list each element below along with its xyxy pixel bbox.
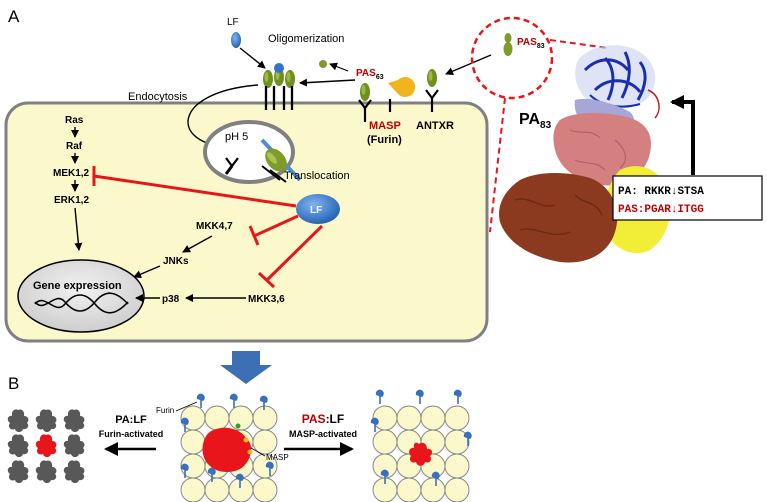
masp-b-label: MASP [266, 453, 289, 462]
panel-b-label: B [8, 374, 19, 393]
lf-cytosol-label: LF [310, 205, 322, 216]
pas63-label: PAS63 [356, 68, 384, 81]
endocytosis-label: Endocytosis [128, 91, 188, 103]
mkk47-label: MKK4,7 [196, 221, 233, 232]
ph-label: pH 5 [225, 131, 248, 143]
pas83-monomer-icon [503, 33, 513, 56]
masp-activated-label: MASP-activated [289, 429, 357, 439]
center-cell-grid [179, 392, 278, 502]
pas-sequence-row: PAS:PGAR↓ITGG [618, 204, 704, 216]
furin-label: Furin [156, 406, 174, 415]
sequence-pointer-arrow [670, 95, 695, 175]
pas-lf-title: PAS:LF [302, 412, 344, 426]
mek-label: MEK1,2 [53, 168, 90, 179]
pa-sequence-row: PA: RKKR↓STSA [618, 186, 704, 198]
ras-label: Ras [65, 115, 84, 126]
antxr-label: ANTXR [416, 120, 454, 132]
pas83-zoom-circle [470, 16, 554, 100]
macrophage-cluster-left [7, 409, 85, 483]
jnks-label: JNKs [163, 256, 189, 267]
right-cell-grid [369, 388, 473, 502]
mkk36-label: MKK3,6 [248, 294, 285, 305]
furin-activated-label: Furin-activated [99, 429, 164, 439]
pas83-label: PAS83 [517, 37, 545, 50]
pa-lf-title: PA:LF [115, 414, 147, 426]
down-arrow-icon [220, 351, 272, 384]
gene-expression-label: Gene expression [33, 280, 122, 292]
cleavage-sequence-box [612, 175, 763, 221]
lf-cytosol-icon [296, 194, 340, 224]
erk-label: ERK1,2 [54, 195, 89, 206]
lf-label: LF [227, 17, 239, 28]
pa-heptamer-icon [263, 63, 295, 110]
inhibition-lines [92, 166, 324, 289]
pa83-structure-image [499, 45, 671, 263]
translocating-pore-icon [260, 138, 302, 183]
nucleus [17, 259, 145, 333]
panel-a-label: A [8, 7, 20, 26]
pa63-monomer-icon [319, 60, 327, 68]
dna-icon [34, 294, 129, 314]
lf-molecule-icon [231, 32, 241, 48]
p38-label: p38 [162, 294, 180, 305]
translocation-label: Translocation [284, 170, 350, 182]
furin-paren-label: (Furin) [367, 134, 402, 146]
masp-protease-icon [388, 77, 416, 98]
endosome-receptor-icon [224, 157, 239, 175]
oligomerization-label: Oligomerization [268, 33, 344, 45]
masp-label: MASP [369, 120, 401, 132]
raf-label: Raf [66, 141, 83, 152]
pa83-label: PA83 [519, 111, 552, 131]
